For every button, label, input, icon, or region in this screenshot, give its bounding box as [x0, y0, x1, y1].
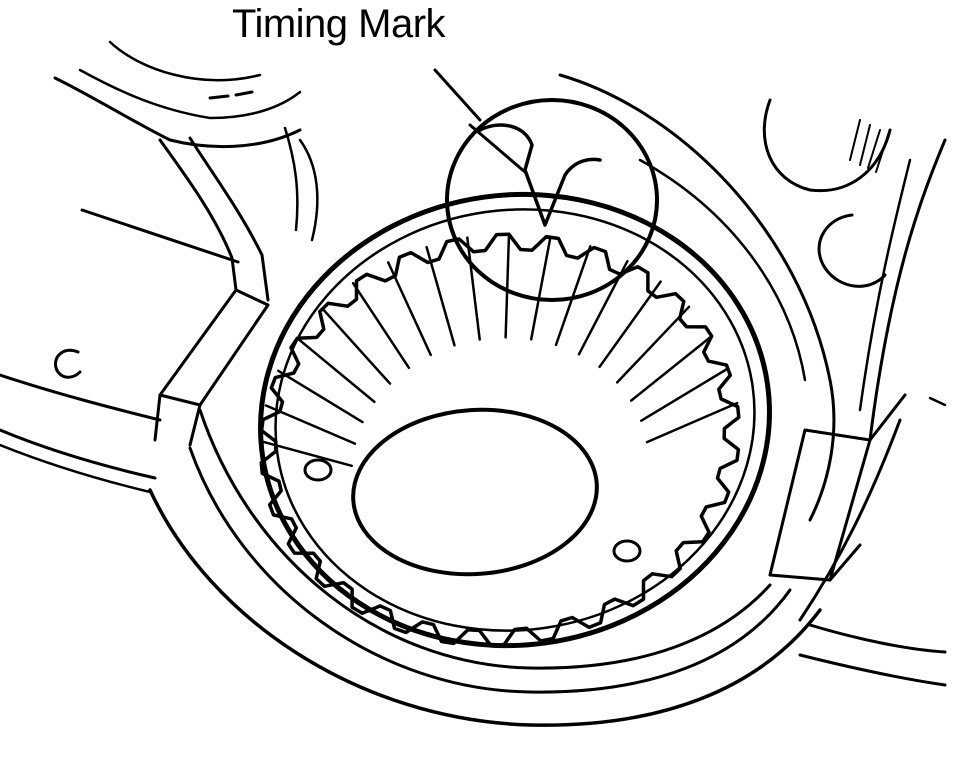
- housing-right-curl-hatch: [849, 119, 889, 173]
- housing-right-lower-a: [798, 418, 902, 622]
- sprocket-gear: [258, 191, 772, 649]
- gear-ridge: [296, 336, 376, 404]
- housing-right-arc-inner: [638, 158, 807, 382]
- housing-left-rib-a: [158, 138, 238, 292]
- housing-left-curl: [54, 348, 82, 379]
- gear-rim-outer: [258, 191, 772, 649]
- housing-left-step-drop: [153, 393, 202, 447]
- housing-right-curl-small: [817, 213, 887, 288]
- gear-ridge: [321, 307, 392, 385]
- timing-mark-leader: [468, 123, 527, 174]
- housing-right-arc-outer: [558, 73, 836, 522]
- housing-right-tick: [928, 396, 947, 407]
- gear-ridge: [466, 236, 481, 341]
- housing-left-rib-c: [283, 126, 299, 232]
- housing-left-long-b: [0, 428, 157, 480]
- housing-bottom-mid: [188, 446, 792, 694]
- housing-top-center-line: [433, 68, 482, 122]
- gear-ridge: [259, 439, 353, 468]
- housing-left-long-c: [0, 443, 152, 494]
- housing-left-long-a: [0, 373, 162, 422]
- housing-bottom-outer: [148, 488, 822, 727]
- gear-ridge: [504, 233, 511, 339]
- gear-ridges: [259, 233, 739, 468]
- housing-right-vertical-b: [858, 158, 912, 412]
- timing-mark-callout: [445, 98, 659, 302]
- timing-mark-label: Timing Mark: [232, 2, 446, 46]
- housing-right-vertical: [868, 138, 947, 442]
- gear-ridge: [277, 369, 364, 424]
- timing-mark-circle: [445, 98, 659, 302]
- gear-ridge: [425, 245, 456, 347]
- gear-ridge: [351, 281, 411, 370]
- housing-right-curl-top: [762, 98, 892, 193]
- gear-ridge: [640, 367, 730, 422]
- housing-right-block: [768, 428, 872, 582]
- housing-top-arc: [108, 40, 262, 82]
- engine-housing: [0, 40, 947, 727]
- housing-left-rib-d: [298, 138, 319, 242]
- gear-ridge: [598, 280, 662, 369]
- housing-top-left-inner: [78, 68, 302, 120]
- housing-top-dash: [208, 90, 254, 100]
- gear-bolt-hole-right: [612, 539, 642, 563]
- housing-left-arm: [80, 208, 240, 264]
- housing-left-step: [158, 288, 270, 407]
- housing-right-bottom-b: [798, 653, 947, 687]
- housing-top-left-edge: [53, 76, 302, 149]
- gear-ridge: [615, 305, 691, 384]
- gear-ridge: [554, 245, 592, 347]
- gear-teeth-outline: [259, 232, 741, 648]
- housing-right-block-edge: [828, 393, 907, 582]
- timing-mark-notch: [478, 123, 602, 227]
- gear-ridge: [529, 235, 552, 341]
- gear-ridge: [386, 261, 432, 357]
- gear-bolt-hole-left: [303, 458, 333, 482]
- gear-hub-hole: [351, 407, 599, 577]
- housing-left-rib-b: [188, 136, 270, 302]
- housing-bottom-inner: [198, 408, 772, 670]
- gear-ridge: [629, 334, 713, 402]
- gear-ridge: [264, 404, 357, 445]
- gear-ridge: [645, 401, 739, 444]
- housing-right-bottom-a: [808, 623, 947, 654]
- gear-rim-inner: [274, 208, 756, 632]
